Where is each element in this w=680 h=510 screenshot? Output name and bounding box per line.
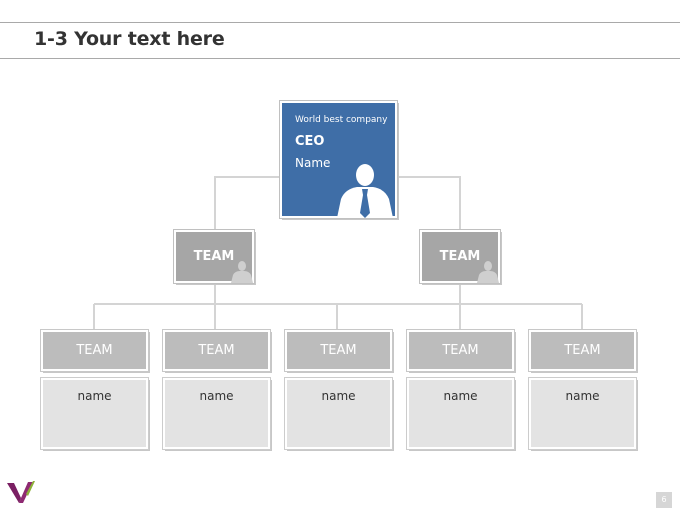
sub-team-name-box-3: name [284,377,393,450]
sub-team-name: name [565,389,600,403]
sub-team-name-box-4: name [406,377,515,450]
ceo-box: World best company CEO Name [279,100,398,219]
sub-team-label: TEAM [320,343,357,358]
sub-team-label: TEAM [442,343,479,358]
sub-team-box-4: TEAM [406,329,515,372]
ceo-person-icon [337,164,393,218]
page-number: 6 [656,492,672,508]
sub-team-name-box-2: name [162,377,271,450]
sub-team-label: TEAM [564,343,601,358]
sub-team-name: name [443,389,478,403]
ceo-name: Name [295,156,331,170]
ceo-title: CEO [295,134,325,149]
team-box-right: TEAM [419,229,501,284]
sub-team-box-3: TEAM [284,329,393,372]
sub-team-name: name [199,389,234,403]
team-box-left: TEAM [173,229,255,284]
sub-team-name-box-1: name [40,377,149,450]
header-bottom-rule [0,58,680,59]
ceo-to-team-right-connector [397,176,461,230]
team-label: TEAM [193,249,235,264]
ceo-company: World best company [295,115,388,125]
team-person-icon [477,261,499,283]
sub-team-box-5: TEAM [528,329,637,372]
header-top-rule [0,22,680,23]
team-person-icon [231,261,253,283]
sub-team-name-box-5: name [528,377,637,450]
sub-team-label: TEAM [76,343,113,358]
sub-team-label: TEAM [198,343,235,358]
slide-title: 1-3 Your text here [34,28,225,50]
sub-team-name: name [321,389,356,403]
brand-logo-icon [7,481,35,503]
sub-team-box-1: TEAM [40,329,149,372]
ceo-to-team-left-connector [214,176,280,230]
team-label: TEAM [439,249,481,264]
sub-team-name: name [77,389,112,403]
sub-team-box-2: TEAM [162,329,271,372]
